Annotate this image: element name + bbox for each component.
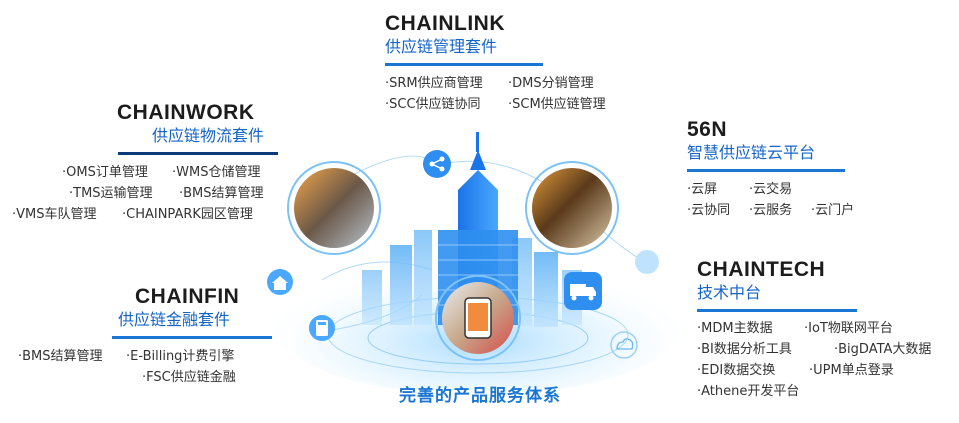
56n-section: 56N 智慧供应链云平台 ·云屏 ·云交易 ·云协同 ·云服务 ·云门户 — [687, 118, 887, 221]
list-item: ·FSC供应链金融 — [142, 370, 236, 385]
logistics-photo-circle — [287, 161, 381, 255]
list-item-row: ·EDI数据交换 ·UPM单点登录 — [697, 360, 957, 381]
chaintech-items: ·MDM主数据 ·IoT物联网平台 ·BI数据分析工具 ·BigDATA大数据 … — [697, 318, 957, 402]
list-item: ·SRM供应商管理 — [385, 76, 483, 91]
list-item-row: ·VMS车队管理 ·CHAINPARK园区管理 — [10, 204, 278, 225]
chainlink-subtitle: 供应链管理套件 — [385, 37, 498, 56]
chainwork-subtitle: 供应链物流套件 — [152, 126, 265, 145]
chainwork-title: CHAINWORK — [117, 101, 255, 124]
chainfin-subtitle: 供应链金融套件 — [118, 310, 231, 329]
chainwork-items: ·OMS订单管理 ·WMS仓储管理 ·TMS运输管理 ·BMS结算管理 ·VMS… — [10, 162, 278, 225]
chainlink-items: ·SRM供应商管理 ·DMS分销管理 ·SCC供应链协同 ·SCM供应链管理 — [385, 73, 625, 115]
list-item: ·DMS分销管理 — [508, 76, 594, 91]
chainlink-section: CHAINLINK 供应链管理套件 ·SRM供应商管理 ·DMS分销管理 ·SC… — [385, 12, 625, 115]
list-item: ·WMS仓储管理 — [172, 165, 261, 180]
list-item-row: ·云屏 ·云交易 — [687, 179, 887, 200]
truck-icon — [564, 272, 602, 310]
list-item-row: ·BI数据分析工具 ·BigDATA大数据 — [697, 339, 957, 360]
list-item: ·BMS结算管理 — [179, 186, 264, 201]
chainlink-underline — [385, 63, 543, 66]
industry-photo-circle — [525, 161, 619, 255]
list-item: ·BMS结算管理 — [18, 349, 103, 364]
list-item: ·BigDATA大数据 — [834, 342, 932, 357]
list-item-row: ·BMS结算管理 ·E-Billing计费引擎 — [18, 346, 258, 367]
list-item: ·CHAINPARK园区管理 — [122, 207, 253, 222]
share-icon — [423, 150, 451, 178]
chainfin-title: CHAINFIN — [135, 285, 240, 308]
retail-photo-circle — [435, 275, 521, 361]
calculator-icon — [309, 315, 335, 341]
chainwork-section: CHAINWORK 供应链物流套件 ·OMS订单管理 ·WMS仓储管理 ·TMS… — [10, 101, 278, 225]
list-item: ·Athene开发平台 — [697, 384, 800, 399]
chaintech-underline — [697, 309, 857, 312]
list-item: ·TMS运输管理 — [69, 186, 153, 201]
product-system-caption: 完善的产品服务体系 — [399, 386, 561, 406]
56n-title: 56N — [687, 118, 728, 141]
list-item: ·IoT物联网平台 — [804, 321, 893, 336]
list-item-row: ·SRM供应商管理 ·DMS分销管理 — [385, 73, 625, 94]
56n-underline — [687, 169, 845, 172]
list-item-row: ·Athene开发平台 — [697, 381, 957, 402]
list-item: ·VMS车队管理 — [12, 207, 97, 222]
list-item-row: ·TMS运输管理 ·BMS结算管理 — [10, 183, 278, 204]
list-item: ·MDM主数据 — [697, 321, 773, 336]
list-item: ·云交易 — [749, 182, 793, 197]
decor-dot-icon — [635, 250, 659, 274]
list-item: ·OMS订单管理 — [62, 165, 148, 180]
chainwork-underline — [118, 152, 278, 155]
list-item-row: ·OMS订单管理 ·WMS仓储管理 — [10, 162, 278, 183]
list-item: ·云屏 — [687, 182, 718, 197]
cloud-icon — [610, 331, 638, 359]
chaintech-section: CHAINTECH 技术中台 ·MDM主数据 ·IoT物联网平台 ·BI数据分析… — [697, 258, 957, 402]
list-item-row: ·云协同 ·云服务 ·云门户 — [687, 200, 887, 221]
list-item: ·EDI数据交换 — [697, 363, 776, 378]
list-item-row: ·SCC供应链协同 ·SCM供应链管理 — [385, 94, 625, 115]
list-item: ·SCM供应链管理 — [508, 97, 606, 112]
list-item: ·云协同 — [687, 203, 731, 218]
chainfin-section: CHAINFIN 供应链金融套件 ·BMS结算管理 ·E-Billing计费引擎… — [18, 285, 272, 388]
chaintech-title: CHAINTECH — [697, 258, 826, 281]
56n-items: ·云屏 ·云交易 ·云协同 ·云服务 ·云门户 — [687, 179, 887, 221]
product-illustration — [267, 132, 683, 390]
list-item: ·BI数据分析工具 — [697, 342, 792, 357]
list-item: ·UPM单点登录 — [809, 363, 894, 378]
list-item: ·SCC供应链协同 — [385, 97, 481, 112]
list-item-row: ·FSC供应链金融 — [18, 367, 258, 388]
list-item: ·云服务 — [749, 203, 793, 218]
56n-subtitle: 智慧供应链云平台 — [687, 143, 816, 162]
list-item: ·云门户 — [811, 203, 855, 218]
chaintech-subtitle: 技术中台 — [697, 283, 762, 302]
list-item: ·E-Billing计费引擎 — [126, 349, 235, 364]
chainlink-title: CHAINLINK — [385, 12, 505, 35]
warehouse-icon — [267, 269, 293, 295]
chainfin-items: ·BMS结算管理 ·E-Billing计费引擎 ·FSC供应链金融 — [18, 346, 258, 388]
list-item-row: ·MDM主数据 ·IoT物联网平台 — [697, 318, 957, 339]
chainfin-underline — [112, 336, 272, 339]
